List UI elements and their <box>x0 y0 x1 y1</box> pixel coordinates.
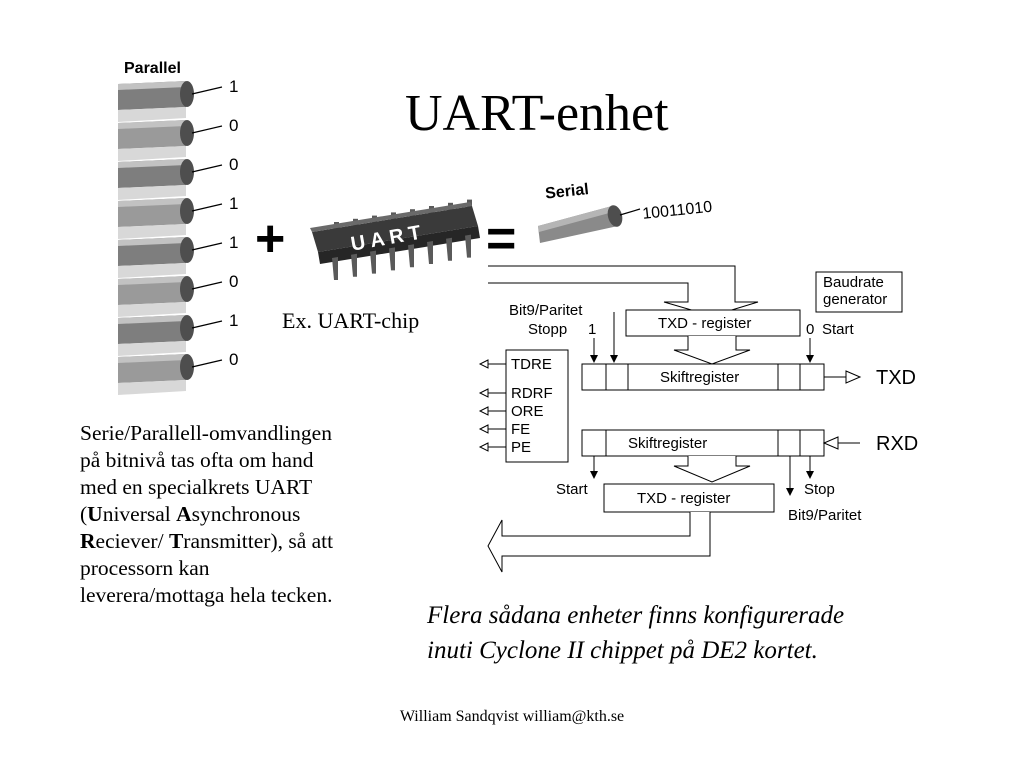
flag-label: RDRF <box>511 385 553 402</box>
txd-register-bottom: TXD - register <box>637 490 730 507</box>
txd-register-top: TXD - register <box>658 315 751 332</box>
rx-stop-label: Stop <box>804 481 835 498</box>
note-paragraph: Flera sådana enheter finns konfigurerade… <box>427 598 1017 668</box>
parallel-cable: Parallel 1 0 0 1 1 0 1 0 <box>118 60 238 395</box>
parallel-bit-label: 0 <box>229 155 238 174</box>
parallel-bit-label: 1 <box>229 233 238 252</box>
note-line: inuti Cyclone II chippet på DE2 kortet. <box>427 637 818 664</box>
plus-sign: + <box>255 210 285 268</box>
body-line: processorn kan <box>80 556 210 580</box>
flag-label: PE <box>511 439 531 456</box>
skiftregister-top: Skiftregister <box>660 369 739 386</box>
tx-zero-label: 0 <box>806 321 814 338</box>
parallel-bit-label: 0 <box>229 272 238 291</box>
body-line: (Universal Asynchronous <box>80 502 301 526</box>
skiftregister-bottom: Skiftregister <box>628 435 707 452</box>
parallel-bit-label: 1 <box>229 311 238 330</box>
tx-bit9-label: Bit9/Paritet <box>509 302 583 319</box>
body-line: Reciever/ Transmitter), så att <box>80 529 334 553</box>
baudrate-line2: generator <box>823 291 887 308</box>
rxd-pin-label: RXD <box>876 433 918 455</box>
tx-stopp-label: Stopp <box>528 321 567 338</box>
baudrate-line1: Baudrate <box>823 274 884 291</box>
body-line: med en specialkrets UART <box>80 475 313 499</box>
body-paragraph: Serie/Parallell-omvandlingen på bitnivå … <box>80 420 425 609</box>
serial-label: Serial <box>544 181 589 202</box>
flag-label: FE <box>511 421 530 438</box>
body-line: Serie/Parallell-omvandlingen <box>80 421 332 445</box>
parallel-bit-label: 1 <box>229 77 238 96</box>
rx-bit9-label: Bit9/Paritet <box>788 507 862 524</box>
parallel-label: Parallel <box>124 60 181 77</box>
serial-bits: 10011010 <box>642 199 713 223</box>
note-line: Flera sådana enheter finns konfigurerade <box>427 602 845 629</box>
footer: William Sandqvist william@kth.se <box>399 708 625 725</box>
tx-start-label: Start <box>822 321 855 338</box>
uart-chip: UART <box>310 199 480 280</box>
slide-title: UART-enhet <box>405 85 669 142</box>
rx-start-label: Start <box>556 481 589 498</box>
flag-label: ORE <box>511 403 544 420</box>
serial-cable: Serial 10011010 <box>538 181 713 243</box>
tx-one-label: 1 <box>588 321 596 338</box>
chip-caption: Ex. UART-chip <box>282 308 420 333</box>
parallel-bit-label: 1 <box>229 194 238 213</box>
equals-sign: = <box>486 210 516 268</box>
parallel-bit-label: 0 <box>229 350 238 369</box>
body-line: leverera/mottaga hela tecken. <box>80 583 333 607</box>
txd-pin-label: TXD <box>876 367 916 389</box>
flag-label: TDRE <box>511 356 552 373</box>
uart-block-diagram: Baudrate generator Bit9/Paritet Stopp 1 … <box>478 265 918 573</box>
body-line: på bitnivå tas ofta om hand <box>80 448 314 472</box>
parallel-bit-label: 0 <box>229 116 238 135</box>
